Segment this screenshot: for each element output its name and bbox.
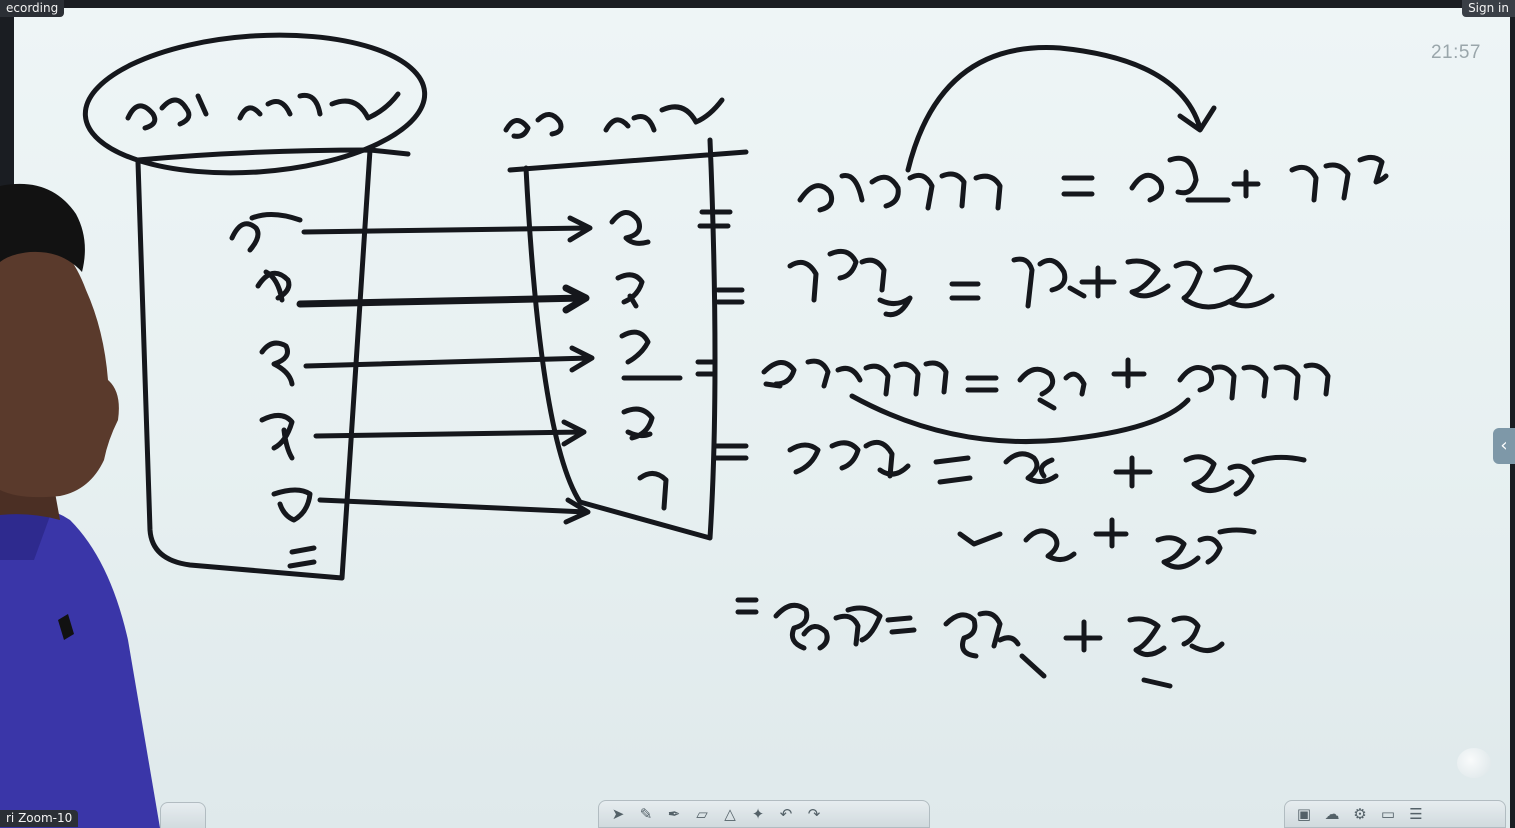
settings-icon[interactable]: ⚙ [1353,805,1367,823]
laser-icon[interactable]: ✦ [751,805,765,823]
equation-1-rhs [1129,154,1389,203]
left-column-diagram [82,32,428,581]
shape-icon[interactable]: △ [724,805,736,823]
heading-scribble-3 [237,91,401,121]
left-letter-4 [259,413,295,461]
middle-heading [503,97,725,139]
arrow-2 [296,284,590,314]
equation-1-lhs [797,171,1003,213]
left-letter-3 [259,340,295,387]
presenter-collar [0,509,50,560]
left-box-outline [135,147,373,581]
equation-3-rhs [1017,357,1331,411]
middle-letter-2 [615,272,645,309]
eraser-icon[interactable]: ▱ [696,805,708,823]
floating-assistive-button[interactable] [1457,748,1491,778]
middle-letter-1 [609,210,651,246]
equation-2-lhs [787,248,913,318]
mapping-arrows [296,215,595,525]
presenter-face [0,228,119,498]
equation-4-rhs [1003,451,1307,497]
presenter-hair [0,183,85,272]
middle-letter-3 [619,329,683,381]
recording-indicator: ecording [0,0,65,17]
left-toolbar [160,802,206,828]
left-box-top [135,147,411,163]
middle-column-diagram [503,97,749,541]
arrow-3 [303,345,595,373]
page-icon[interactable]: ▭ [1380,805,1396,823]
chevron-left-icon: ‹ [1500,435,1508,456]
side-panel-toggle[interactable]: ‹ [1493,428,1515,464]
undo-icon[interactable]: ↶ [779,805,793,823]
redo-icon[interactable]: ↷ [807,805,821,823]
participant-name-label: ri Zoom-10 [0,810,79,827]
presenter-shirt [0,506,160,828]
equation-4-equals [933,455,973,485]
middle-box [507,137,749,541]
menu-icon[interactable]: ☰ [1409,805,1423,823]
drawing-toolbar: ➤ ✎ ✒ ▱ △ ✦ ↶ ↷ [598,800,930,828]
equation-1-equals [1061,175,1095,197]
arrow-1 [301,215,593,243]
left-letter-2 [255,269,292,303]
page-toolbar: ▣ ☁ ⚙ ▭ ☰ [1284,800,1506,828]
middle-letter-5 [637,471,669,511]
equation-6-lhs [735,597,883,651]
cloud-icon[interactable]: ☁ [1324,805,1340,823]
equation-2-rhs [1011,256,1275,310]
pointer-icon[interactable]: ➤ [611,805,625,823]
arc-arrow [905,45,1217,173]
middle-letter-4 [621,406,655,441]
pen-icon[interactable]: ✎ [639,805,653,823]
presenter-mic [58,614,74,640]
heading-scribble-1 [125,103,158,131]
heading-oval [82,32,428,176]
image-icon[interactable]: ▣ [1296,805,1312,823]
elapsed-timer: 21:57 [1430,42,1481,63]
left-letter-5 [271,487,313,523]
middle-equals-4 [713,443,749,461]
middle-equals-3 [695,359,717,377]
heading-scribble-2 [159,93,209,127]
middle-equals-2 [715,287,745,305]
equation-3-arc [849,393,1191,445]
equation-2-equals [949,281,981,301]
right-equations [735,45,1389,689]
equation-3-equals [965,375,999,393]
arrow-4 [313,419,587,447]
highlighter-icon[interactable]: ✒ [667,805,681,823]
equation-4-lhs [787,439,911,479]
equation-5 [957,517,1257,570]
equation-6-rhs [943,610,1225,689]
equation-6-equals [885,615,917,635]
left-equals [287,545,317,569]
presenter-video [0,183,160,828]
left-letter-1 [229,212,303,253]
arrow-5 [317,497,591,525]
middle-equals-1 [697,209,733,229]
sign-in-button[interactable]: Sign in [1462,0,1515,17]
equation-3-lhs [761,358,949,397]
